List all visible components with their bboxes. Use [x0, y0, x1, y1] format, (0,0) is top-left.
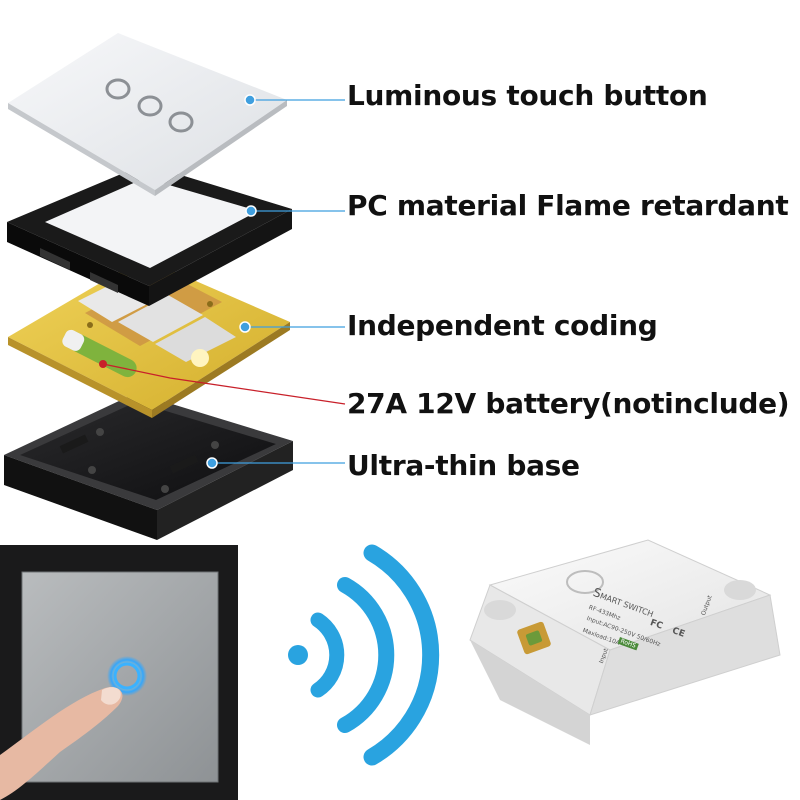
receiver-module	[469, 539, 781, 745]
pcb-coding-layer	[8, 258, 290, 418]
ultra-thin-base-layer	[4, 393, 293, 540]
callout-leaders	[99, 94, 346, 469]
callout-touch-button: Luminous touch button	[347, 79, 708, 112]
callout-battery: 27A 12V battery(notinclude)	[347, 387, 790, 420]
wireless-signal-icon	[288, 544, 440, 766]
touch-panel-photo	[0, 545, 238, 800]
battery	[62, 329, 137, 378]
pc-frame-layer	[7, 164, 292, 306]
callout-independent-coding: Independent coding	[347, 309, 658, 342]
callout-ultra-thin-base: Ultra-thin base	[347, 449, 580, 482]
callout-flame-retardant: PC material Flame retardant	[347, 189, 789, 222]
touch-panel-layer	[8, 33, 287, 196]
finger	[0, 687, 123, 800]
